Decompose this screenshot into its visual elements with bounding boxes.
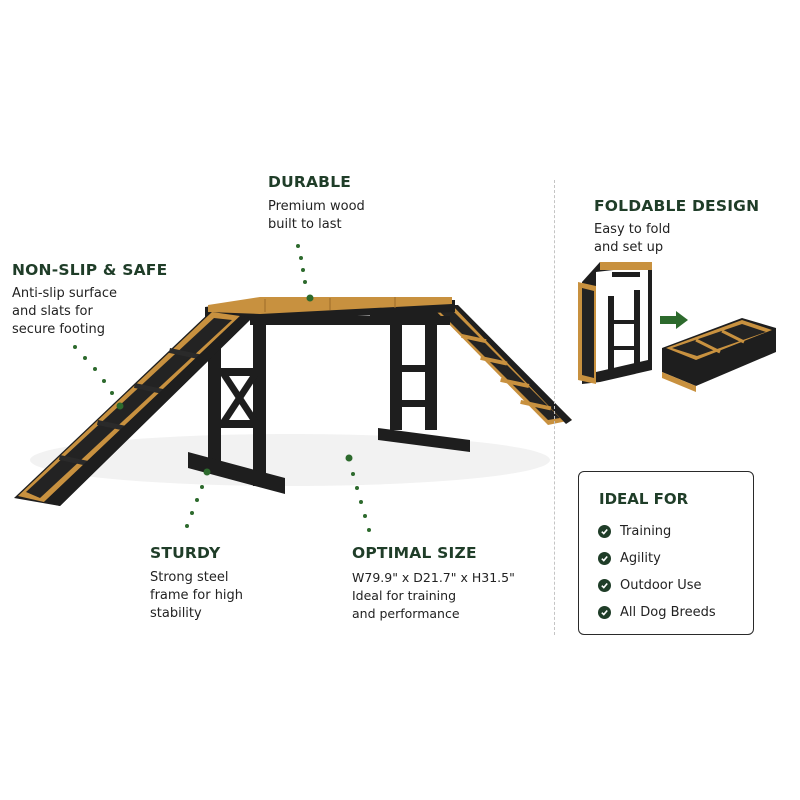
- sturdy-description: Strong steel frame for high stability: [150, 569, 243, 623]
- optimal-size-line: and performance: [352, 606, 460, 621]
- optimal-size-line: W79.9" x D21.7" x H31.5": [352, 570, 515, 585]
- check-icon: [598, 606, 611, 619]
- foldable-line: and set up: [594, 240, 664, 255]
- optimal-size-description: W79.9" x D21.7" x H31.5" Ideal for train…: [352, 569, 515, 623]
- non-slip-line: Anti-slip surface: [12, 286, 117, 301]
- non-slip-line: and slats for: [12, 304, 93, 319]
- sturdy-heading: STURDY: [150, 544, 221, 562]
- check-icon: [598, 525, 611, 538]
- list-item-label: Training: [620, 524, 672, 539]
- vertical-divider: [554, 180, 555, 635]
- sturdy-line: stability: [150, 606, 202, 621]
- durable-line: Premium wood: [268, 199, 365, 214]
- check-icon: [598, 579, 611, 592]
- fold-arrow-icon: [660, 311, 688, 329]
- durable-line: built to last: [268, 217, 342, 232]
- non-slip-line: secure footing: [12, 322, 106, 337]
- foldable-description: Easy to fold and set up: [594, 221, 670, 257]
- list-item-label: Outdoor Use: [620, 578, 702, 593]
- optimal-size-line: Ideal for training: [352, 588, 457, 603]
- ideal-for-title: IDEAL FOR: [599, 490, 689, 508]
- list-item: Training: [598, 518, 716, 545]
- folded-unit-flat: [662, 318, 776, 392]
- non-slip-description: Anti-slip surface and slats for secure f…: [12, 285, 117, 339]
- folded-unit-upright: [578, 262, 652, 384]
- ideal-for-box: IDEAL FOR Training Agility Outdoor Use A…: [578, 471, 754, 635]
- foldable-line: Easy to fold: [594, 222, 671, 237]
- list-item: All Dog Breeds: [598, 599, 716, 626]
- left-ramp: [14, 312, 252, 506]
- right-ramp: [430, 305, 572, 425]
- optimal-size-heading: OPTIMAL SIZE: [352, 544, 477, 562]
- right-leg-frame: [370, 312, 470, 452]
- durable-description: Premium wood built to last: [268, 198, 365, 234]
- durable-heading: DURABLE: [268, 173, 352, 191]
- non-slip-heading: NON-SLIP & SAFE: [12, 261, 168, 279]
- sturdy-line: frame for high: [150, 588, 244, 603]
- top-deck: [205, 297, 455, 325]
- list-item-label: Agility: [620, 551, 661, 566]
- list-item-label: All Dog Breeds: [620, 605, 716, 620]
- list-item: Outdoor Use: [598, 572, 716, 599]
- sturdy-line: Strong steel: [150, 570, 229, 585]
- check-icon: [598, 552, 611, 565]
- foldable-heading: FOLDABLE DESIGN: [594, 197, 760, 215]
- list-item: Agility: [598, 545, 716, 572]
- leader-lines: [73, 244, 371, 532]
- ideal-for-list: Training Agility Outdoor Use All Dog Bre…: [598, 518, 716, 626]
